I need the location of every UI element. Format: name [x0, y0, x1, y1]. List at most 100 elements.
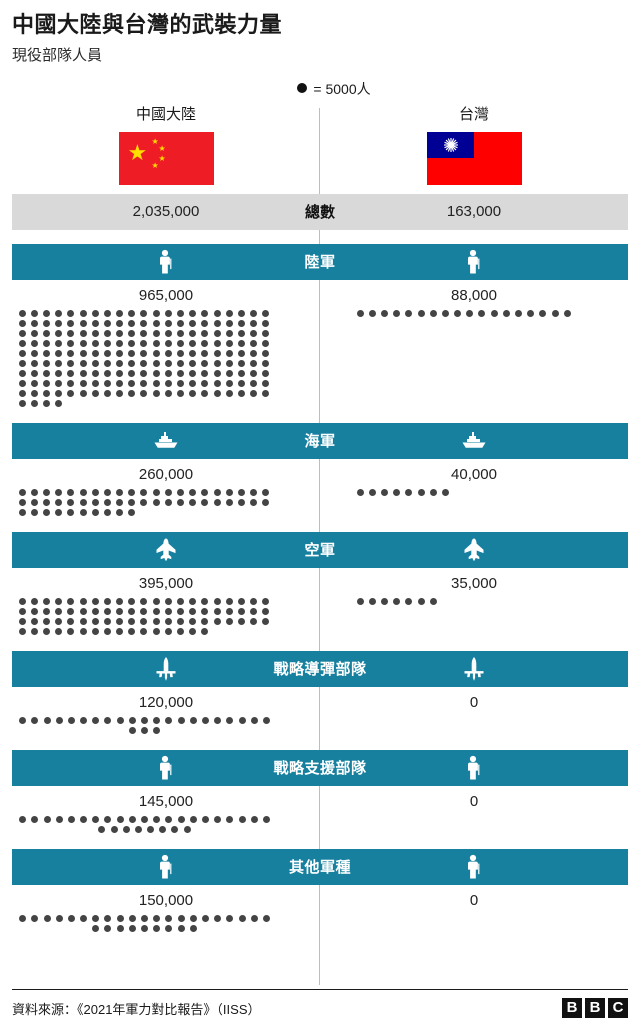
- bbc-logo-letter: C: [608, 998, 628, 1018]
- unit-dot: [128, 310, 136, 318]
- unit-dot: [55, 320, 63, 328]
- unit-dot: [91, 628, 99, 636]
- unit-dot: [116, 380, 124, 388]
- unit-dot: [502, 310, 510, 318]
- unit-dot: [116, 608, 124, 616]
- unit-dot: [128, 925, 136, 933]
- unit-dot: [213, 310, 221, 318]
- country-label-taiwan: 台灣: [458, 106, 489, 124]
- unit-dot: [79, 370, 87, 378]
- dot-field-taiwan: [294, 309, 628, 409]
- unit-dot: [140, 320, 148, 328]
- unit-dot: [177, 340, 185, 348]
- unit-dot: [104, 816, 112, 824]
- soldier-icon: [320, 854, 628, 880]
- unit-dot: [18, 509, 26, 517]
- unit-dot: [262, 380, 270, 388]
- unit-dot: [189, 380, 197, 388]
- unit-dot: [42, 370, 50, 378]
- dot-field-china: [12, 914, 295, 934]
- unit-dot: [152, 350, 160, 358]
- unit-dot: [116, 628, 124, 636]
- unit-dot: [237, 370, 245, 378]
- unit-dot: [152, 598, 160, 606]
- unit-dot: [152, 320, 160, 328]
- unit-dot: [201, 310, 209, 318]
- unit-dot: [79, 320, 87, 328]
- unit-dot: [213, 360, 221, 368]
- unit-dot: [177, 380, 185, 388]
- unit-dot: [164, 380, 172, 388]
- unit-dot: [165, 925, 173, 933]
- unit-dot: [91, 370, 99, 378]
- unit-dot: [201, 717, 209, 725]
- unit-dot: [177, 390, 185, 398]
- unit-dot: [19, 816, 27, 824]
- unit-dot: [103, 509, 111, 517]
- unit-dot: [214, 915, 222, 923]
- unit-dot: [201, 380, 209, 388]
- unit-dot: [238, 816, 246, 824]
- unit-dot: [92, 816, 100, 824]
- unit-dot: [18, 350, 26, 358]
- unit-dot: [116, 340, 124, 348]
- unit-dot: [177, 628, 185, 636]
- unit-dot: [368, 489, 376, 497]
- unit-dot: [262, 320, 270, 328]
- unit-dot: [128, 509, 136, 517]
- ship-icon: [320, 431, 628, 451]
- unit-dot: [79, 390, 87, 398]
- unit-dot: [55, 370, 63, 378]
- unit-dot: [91, 330, 99, 338]
- dot-field-china: [12, 597, 294, 637]
- unit-dot: [225, 370, 233, 378]
- unit-dot: [104, 925, 112, 933]
- unit-dot: [213, 390, 221, 398]
- unit-dot: [19, 717, 27, 725]
- unit-dot: [140, 628, 148, 636]
- unit-dot: [152, 310, 160, 318]
- total-value-china: 2,035,000: [132, 203, 200, 221]
- unit-dot: [177, 598, 185, 606]
- unit-dot: [393, 598, 401, 606]
- unit-dot: [55, 816, 63, 824]
- unit-dot: [30, 618, 38, 626]
- unit-dot: [262, 340, 270, 348]
- unit-dot: [128, 628, 136, 636]
- unit-dot: [67, 598, 75, 606]
- unit-dot: [140, 390, 148, 398]
- unit-dot: [201, 618, 209, 626]
- unit-dot: [153, 816, 161, 824]
- unit-dot: [152, 628, 160, 636]
- unit-dot: [30, 370, 38, 378]
- unit-dot: [116, 390, 124, 398]
- unit-dot: [262, 717, 270, 725]
- branch-band: 其他軍種: [12, 848, 628, 885]
- unit-dot: [67, 360, 75, 368]
- unit-dot: [189, 310, 197, 318]
- unit-dot: [18, 310, 26, 318]
- unit-dot: [140, 618, 148, 626]
- unit-dot: [225, 608, 233, 616]
- unit-dot: [140, 350, 148, 358]
- unit-dot: [539, 310, 547, 318]
- unit-dot: [213, 340, 221, 348]
- unit-dot: [152, 489, 160, 497]
- unit-dot: [164, 618, 172, 626]
- unit-dot: [164, 320, 172, 328]
- unit-dot: [55, 608, 63, 616]
- unit-dot: [116, 915, 124, 923]
- unit-dot: [225, 350, 233, 358]
- unit-dot: [55, 380, 63, 388]
- unit-dot: [67, 499, 75, 507]
- unit-dot: [42, 499, 50, 507]
- unit-dot: [250, 618, 258, 626]
- total-row: 2,035,000 163,000 總數: [12, 193, 628, 230]
- unit-dot: [42, 390, 50, 398]
- branch-dot-fields: [12, 488, 628, 518]
- unit-dot: [55, 330, 63, 338]
- unit-dot: [368, 598, 376, 606]
- unit-dot: [30, 350, 38, 358]
